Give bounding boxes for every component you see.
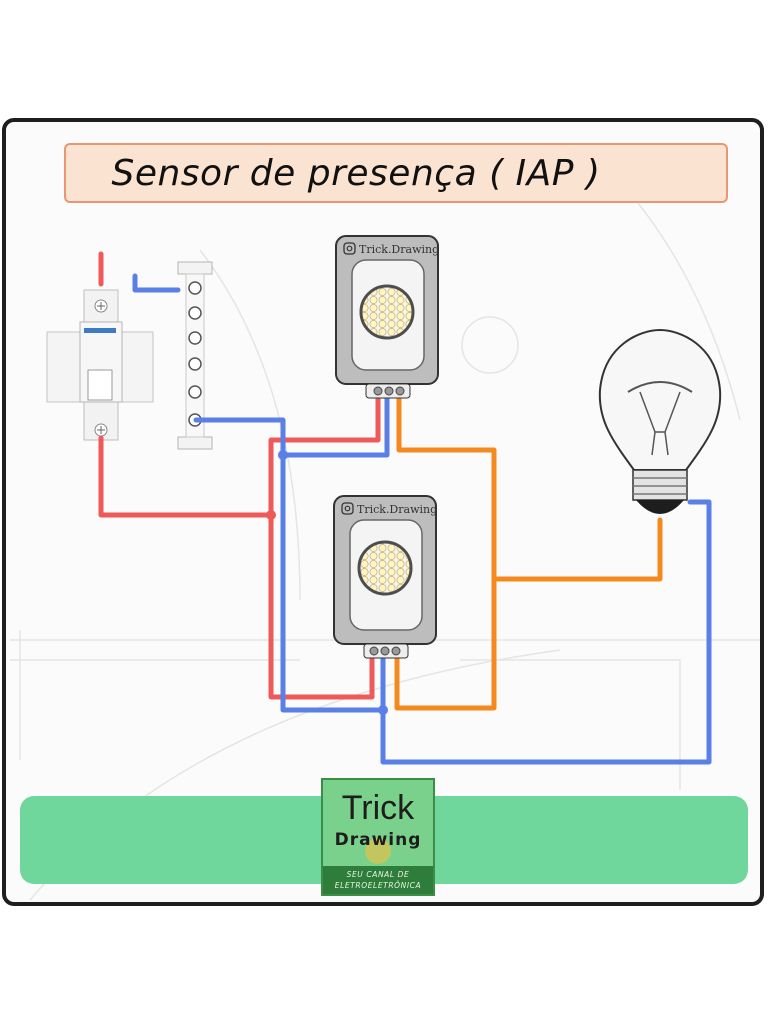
phase-wire-branch: [268, 512, 375, 700]
terminal-bar-icon: [177, 261, 213, 450]
phase-wire: [98, 385, 381, 518]
logo-slogan-line2: ELETROELETRÔNICA: [334, 881, 422, 890]
neutral-input-wire: [132, 273, 181, 293]
logo-line2: Drawing: [334, 830, 422, 850]
circuit-breaker-icon: [46, 289, 154, 441]
instagram-icon: [343, 242, 356, 255]
neutral-wire-branch: [280, 452, 386, 713]
title-banner: Sensor de presença ( IAP ): [64, 143, 728, 203]
light-bulb-icon: [598, 328, 722, 514]
instagram-icon: [341, 502, 354, 515]
trick-drawing-logo: Trick Drawing SEU CANAL DE ELETROELETRÔN…: [321, 778, 435, 896]
neutral-lamp-wire: [380, 499, 712, 765]
logo-bulb-icon: [365, 838, 391, 864]
sensor-brand-label: Trick.Drawing: [359, 243, 439, 256]
presence-sensor-icon: Trick.Drawing: [333, 495, 437, 659]
logo-line1: Trick: [341, 789, 415, 827]
presence-sensor-icon: Trick.Drawing: [335, 235, 439, 399]
logo-slogan-line1: SEU CANAL DE: [346, 870, 410, 879]
logo-slogan-strip: SEU CANAL DE ELETROELETRÔNICA: [323, 866, 433, 894]
junction-dots: [266, 450, 388, 715]
neutral-wire: [193, 385, 390, 458]
page-title: Sensor de presença ( IAP ): [111, 152, 601, 194]
return-lamp-wire: [491, 517, 663, 582]
sensor-brand-label: Trick.Drawing: [357, 503, 437, 516]
